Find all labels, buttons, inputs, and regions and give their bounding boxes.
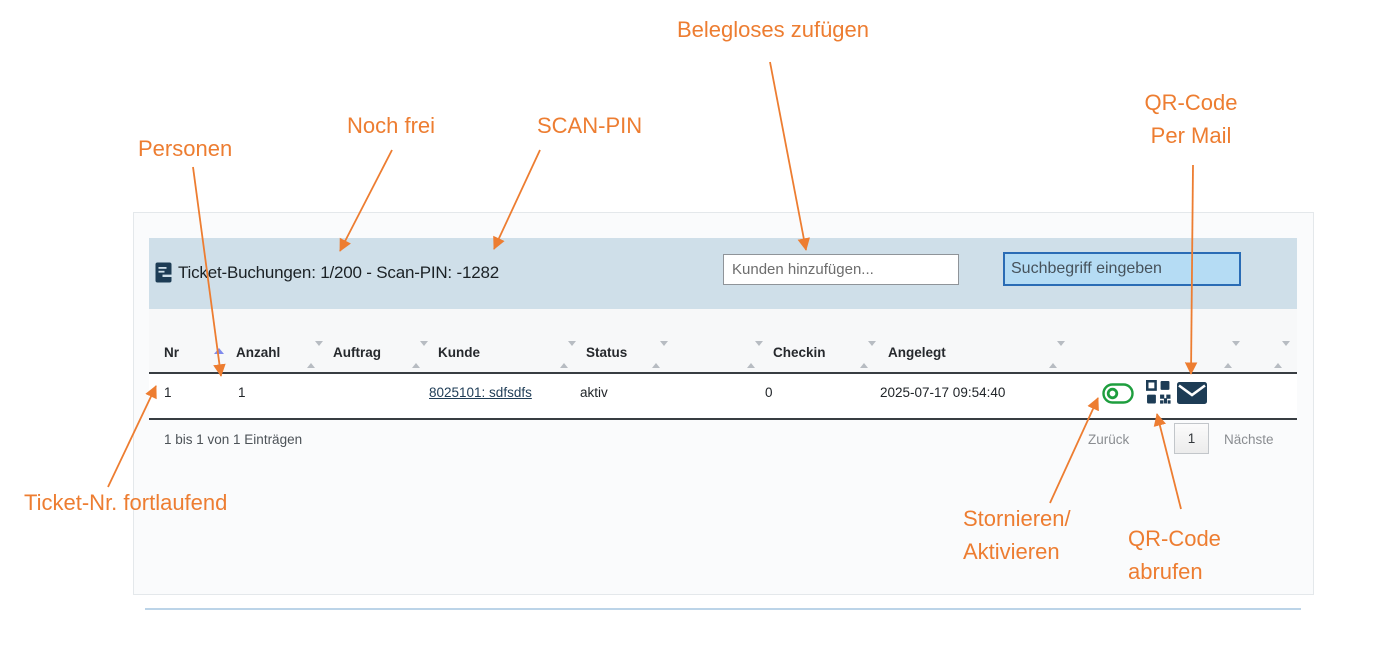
table-bottom-divider	[149, 418, 1297, 420]
annotation-line: Aktivieren	[963, 539, 1060, 564]
panel-header-bar: Ticket-Buchungen: 1/200 - Scan-PIN: -128…	[149, 238, 1297, 309]
table-header-row: Nr Anzahl Auftrag Kunde Status Checkin A…	[149, 309, 1297, 372]
annotation-qr-code-per-mail: QR-Code Per Mail	[1140, 86, 1242, 152]
sort-icons[interactable]	[1224, 341, 1240, 368]
annotation-ticket-nr-fortlaufend: Ticket-Nr. fortlaufend	[24, 490, 228, 515]
mail-icon[interactable]	[1177, 382, 1207, 409]
pagination-next[interactable]: Nächste	[1224, 432, 1274, 447]
annotation-qr-code-abrufen: QR-Code abrufen	[1128, 522, 1221, 588]
column-header-auftrag[interactable]: Auftrag	[333, 345, 381, 360]
cell-anzahl: 1	[238, 385, 246, 400]
table-row: 1 1 8025101: sdfsdfs aktiv 0 2025-07-17 …	[149, 374, 1297, 418]
column-header-anzahl[interactable]: Anzahl	[236, 345, 281, 360]
toggle-status-icon[interactable]	[1102, 383, 1134, 409]
annotation-personen: Personen	[138, 136, 233, 161]
qr-code-icon[interactable]	[1146, 380, 1171, 410]
table-header-divider	[149, 372, 1297, 374]
column-header-checkin[interactable]: Checkin	[773, 345, 826, 360]
sort-icons[interactable]	[1049, 341, 1065, 368]
column-header-kunde[interactable]: Kunde	[438, 345, 480, 360]
sort-icons[interactable]	[412, 341, 428, 368]
sort-icons[interactable]	[652, 341, 668, 368]
annotation-line: abrufen	[1128, 559, 1203, 584]
column-header-status[interactable]: Status	[586, 345, 628, 360]
sort-icons[interactable]	[560, 341, 576, 368]
annotation-line: Per Mail	[1150, 123, 1232, 148]
sort-asc-icon[interactable]	[214, 348, 224, 354]
ticket-document-icon	[155, 262, 173, 283]
pagination-prev[interactable]: Zurück	[1088, 432, 1130, 447]
annotation-stornieren-aktivieren: Stornieren/ Aktivieren	[963, 502, 1071, 568]
sort-icons[interactable]	[307, 341, 323, 368]
annotation-line: QR-Code	[1128, 526, 1221, 551]
annotation-belegloses-zufuegen: Belegloses zufügen	[676, 17, 870, 42]
cell-checkin: 0	[765, 385, 773, 400]
cell-angelegt: 2025-07-17 09:54:40	[880, 385, 1006, 400]
panel-title: Ticket-Buchungen: 1/200 - Scan-PIN: -128…	[178, 263, 499, 282]
entries-info: 1 bis 1 von 1 Einträgen	[164, 432, 303, 447]
sort-icons[interactable]	[747, 341, 763, 368]
column-header-angelegt[interactable]: Angelegt	[888, 345, 946, 360]
annotation-line: Stornieren/	[963, 506, 1071, 531]
pagination-page-1[interactable]: 1	[1174, 423, 1209, 454]
add-customer-input[interactable]	[723, 254, 959, 285]
bottom-divider	[145, 608, 1301, 610]
sort-icons[interactable]	[1274, 341, 1290, 368]
column-header-nr[interactable]: Nr	[164, 345, 180, 360]
cell-status: aktiv	[580, 385, 608, 400]
sort-icons[interactable]	[860, 341, 876, 368]
annotation-scan-pin: SCAN-PIN	[537, 113, 643, 138]
customer-link[interactable]: 8025101: sdfsdfs	[429, 385, 532, 400]
search-input[interactable]	[1003, 252, 1241, 286]
annotation-noch-frei: Noch frei	[347, 113, 436, 138]
annotation-line: QR-Code	[1144, 90, 1238, 115]
cell-nr: 1	[164, 385, 172, 400]
